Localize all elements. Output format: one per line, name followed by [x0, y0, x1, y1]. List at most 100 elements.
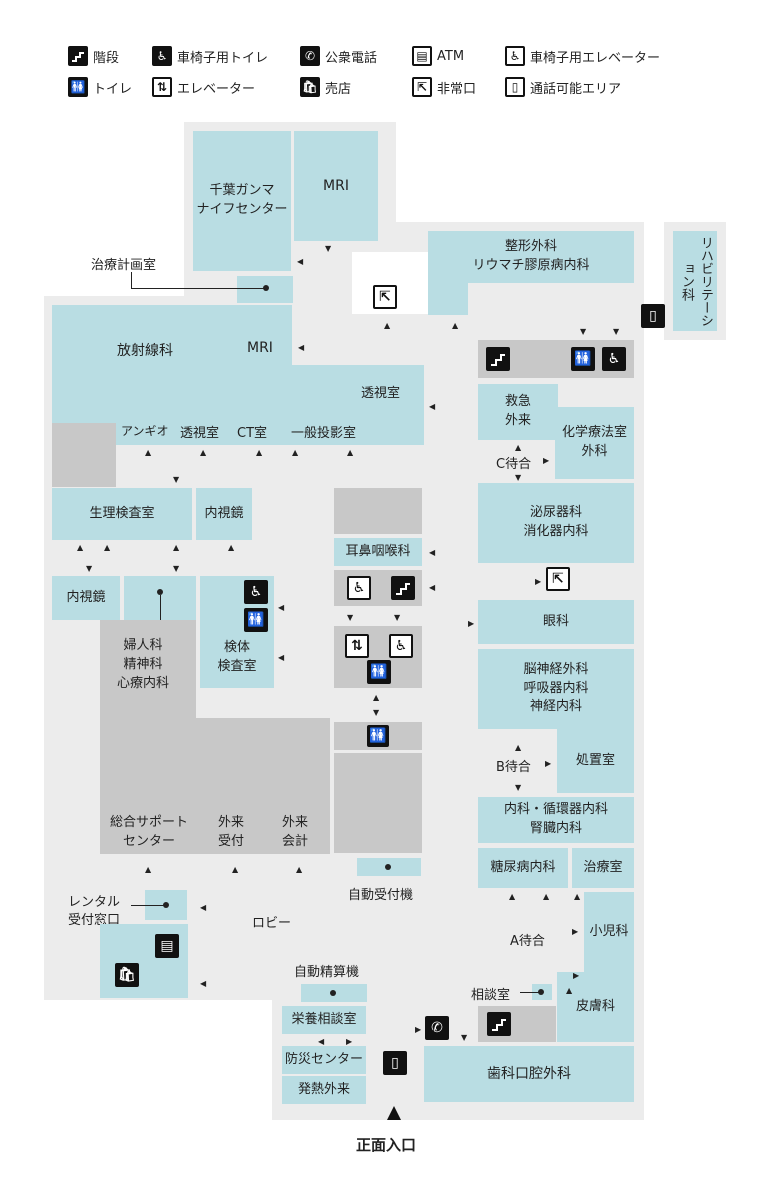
arrow-down-icon: ▼ [580, 327, 587, 336]
reception-area [100, 718, 330, 854]
main-entrance-label[interactable]: 正面入口 [356, 1136, 417, 1154]
outpatient-reception-label: 外来 受付 [218, 815, 245, 849]
gamma-knife-center[interactable]: 千葉ガンマ ナイフセンター [193, 131, 291, 271]
legend-wheelchair-toilet: ♿車椅子用トイレ [152, 46, 268, 66]
arrow-left-icon: ◀ [429, 583, 436, 592]
disaster-center[interactable]: 防災センター [282, 1046, 366, 1074]
mobile-phone-icon: ▯ [383, 1051, 407, 1075]
rehabilitation[interactable]: リハビリテーション科 [673, 231, 717, 331]
dental-oral-surgery[interactable]: 歯科口腔外科 [424, 1046, 634, 1102]
orthopedics-extension [428, 280, 468, 315]
diabetes[interactable]: 糖尿病内科 [478, 848, 568, 888]
arrow-left-icon: ◀ [278, 603, 285, 612]
arrow-down-icon: ▼ [394, 613, 401, 622]
toilet-icon: 🚻 [367, 660, 391, 684]
arrow-up-icon: ▲ [515, 743, 522, 752]
arrow-down-icon: ▼ [613, 327, 620, 336]
arrow-up-icon: ▲ [77, 543, 84, 552]
support-center-label: 総合サポート センター [110, 815, 189, 849]
legend-elevator: ⇅エレベーター [152, 77, 255, 97]
ent[interactable]: 耳鼻咽喉科 [334, 538, 422, 566]
mri-mid-label: MRI [247, 340, 273, 356]
physiology-lab[interactable]: 生理検査室 [52, 488, 192, 540]
gynecology-area [100, 620, 196, 720]
legend-atm: ▤ATM [412, 46, 464, 66]
arrow-right-icon: ▶ [573, 971, 580, 980]
nutrition-consultation[interactable]: 栄養相談室 [282, 1006, 366, 1034]
exit-icon: ⇱ [412, 77, 432, 97]
radiology-main[interactable] [52, 305, 292, 421]
toilet-icon: 🚻 [367, 725, 389, 747]
outpatient-billing-label: 外来 会計 [282, 815, 309, 849]
arrow-up-icon: ▲ [232, 865, 239, 874]
dermatology[interactable]: 皮膚科 [557, 972, 634, 1042]
arrow-down-icon: ▼ [86, 564, 93, 573]
arrow-up-icon: ▲ [145, 448, 152, 457]
orthopedics-rheumatology[interactable]: 整形外科 リウマチ膠原病内科 [428, 231, 634, 283]
arrow-down-icon: ▼ [515, 473, 522, 482]
internal-medicine[interactable]: 内科・循環器内科 腎臓内科 [478, 797, 634, 843]
arrow-right-icon: ▶ [545, 759, 552, 768]
arrow-up-icon: ▲ [292, 448, 299, 457]
phone-icon: ✆ [425, 1016, 449, 1040]
phone-icon: ✆ [300, 46, 320, 66]
entrance-arrow-icon [387, 1106, 401, 1120]
legend-wheelchair-elevator: ♿車椅子用エレベーター [505, 46, 660, 66]
wheelchair-elevator-icon: ♿ [505, 46, 525, 66]
leader-dot [385, 864, 391, 870]
arrow-left-icon: ◀ [429, 402, 436, 411]
arrow-up-icon: ▲ [384, 321, 391, 330]
general-xray-label: 一般投影室 [291, 426, 357, 441]
elevator-icon: ⇅ [345, 634, 369, 658]
treatment-b[interactable]: 処置室 [557, 729, 634, 793]
service-area [52, 423, 116, 487]
arrow-right-icon: ▶ [543, 456, 550, 465]
endoscopy-right[interactable]: 内視鏡 [196, 488, 252, 540]
gynecology-label: 婦人科 精神科 心療内科 [117, 638, 170, 691]
leader-line [131, 288, 266, 289]
arrow-up-icon: ▲ [509, 892, 516, 901]
emergency-exit-icon: ⇱ [546, 567, 570, 591]
legend-shop: 🛍売店 [300, 77, 351, 97]
auto-payment-label: 自動精算機 [294, 965, 360, 980]
arrow-up-icon: ▲ [452, 321, 459, 330]
leader-dot [163, 902, 169, 908]
toilet-icon: 🚻 [571, 347, 595, 371]
leader-line [520, 992, 540, 993]
wheelchair-elevator-icon: ♿ [389, 634, 413, 658]
atrium [334, 753, 422, 853]
treatment-planning-label: 治療計画室 [91, 258, 157, 273]
mobile-phone-icon: ▯ [505, 77, 525, 97]
arrow-up-icon: ▲ [347, 448, 354, 457]
leader-dot [538, 989, 544, 995]
arrow-down-icon: ▼ [325, 244, 332, 253]
wheelchair-toilet-icon: ♿ [602, 347, 626, 371]
ophthalmology[interactable]: 眼科 [478, 600, 634, 644]
emergency-outpatient[interactable]: 救急 外来 [478, 384, 558, 440]
arrow-down-icon: ▼ [347, 613, 354, 622]
toilet-icon: 🚻 [68, 77, 88, 97]
arrow-left-icon: ◀ [297, 257, 304, 266]
wait-b-label: B待合 [496, 760, 531, 775]
shop-icon: 🛍 [300, 77, 320, 97]
wheelchair-icon: ♿ [152, 46, 172, 66]
arrow-up-icon: ▲ [296, 865, 303, 874]
arrow-right-icon: ▶ [346, 1037, 353, 1046]
arrow-left-icon: ◀ [278, 653, 285, 662]
treatment-room[interactable]: 治療室 [572, 848, 634, 888]
mri-top[interactable]: MRI [294, 131, 378, 241]
fluoroscopy-right[interactable] [292, 365, 424, 421]
pediatrics[interactable]: 小児科 [584, 892, 634, 972]
arrow-left-icon: ◀ [318, 1037, 325, 1046]
arrow-right-icon: ▶ [415, 1025, 422, 1034]
endoscopy-left[interactable]: 内視鏡 [52, 576, 120, 620]
arrow-down-icon: ▼ [373, 708, 380, 717]
arrow-up-icon: ▲ [543, 892, 550, 901]
arrow-right-icon: ▶ [572, 927, 579, 936]
consultation-label: 相談室 [471, 988, 511, 1003]
urology-gastro[interactable]: 泌尿器科 消化器内科 [478, 483, 634, 563]
chemotherapy-surgery[interactable]: 化学療法室 外科 [555, 407, 634, 479]
neurology[interactable]: 脳神経外科 呼吸器内科 神経内科 [478, 649, 634, 729]
fever-clinic[interactable]: 発熱外来 [282, 1076, 366, 1104]
wait-c-label: C待合 [496, 457, 532, 472]
